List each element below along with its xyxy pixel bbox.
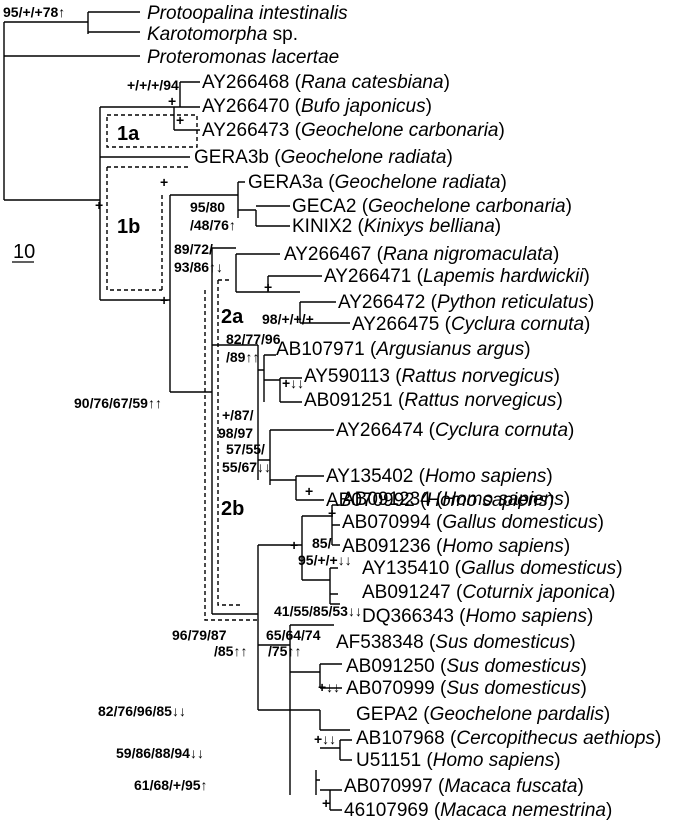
clade-label: 2b [221,498,244,520]
taxon-label: 46107969 (Macaca nemestrina) [344,800,612,821]
taxon-label: U51151 (Homo sapiens) [356,750,561,771]
clade-1b-box [106,166,190,291]
taxon-label: Karotomorpha sp. [147,24,298,45]
support-label: 95/80 [190,199,225,215]
support-label: + [95,197,103,213]
taxon-label: AB091236 (Homo sapiens) [342,536,570,557]
taxon-label: DQ366343 (Homo sapiens) [362,606,593,627]
taxon-label: AB070999 (Sus domesticus) [346,678,587,699]
support-label: + [160,292,168,308]
taxon-label: AY266467 (Rana nigromaculata) [284,244,559,265]
support-label: 85/ [312,535,332,551]
support-label: + [264,279,272,295]
support-label: +↓↓ [282,375,304,391]
support-label: /85↑↑ [214,643,247,659]
clade-2a-box [217,279,242,606]
support-label: +↓↓ [314,731,336,747]
support-label: 65/64/74 [266,627,321,643]
support-label: 96/79/87 [172,627,227,643]
taxon-label: AY590113 (Rattus norvegicus) [304,366,560,387]
support-label: + [160,174,168,190]
taxon-label: AY266472 (Python reticulatus) [338,292,594,313]
support-label: 95/+/+78↑ [3,4,65,20]
tree-branches [3,11,352,811]
taxon-label: GERA3b (Geochelone radiata) [194,147,453,168]
taxon-label: Protoopalina intestinalis [147,3,348,24]
taxon-label: AY135410 (Gallus domesticus) [362,558,623,579]
support-label: /48/76↑ [190,217,236,233]
taxon-label: AB070994 (Gallus domesticus) [342,512,604,533]
scale-label: 10 [13,241,35,263]
taxon-label: AY266474 (Cyclura cornuta) [336,420,574,441]
support-label: 55/67↓↓ [222,459,271,475]
taxon-label: AB091251 (Rattus norvegicus) [304,390,563,411]
support-label: 59/86/88/94↓↓ [116,745,204,761]
support-label: 89/72/ [174,241,213,257]
taxon-label: KINIX2 (Kinixys belliana) [292,216,501,237]
taxon-label: AY266470 (Bufo japonicus) [202,96,432,117]
taxon-label: GERA3a (Geochelone radiata) [248,172,507,193]
taxon-label: AB070997 (Macaca fuscata) [344,776,584,797]
support-label: 98/+/+/+ [262,311,314,327]
support-labels: 95/+/+78↑ +/+/+/94 + + + + 95/80 /48/76↑… [3,4,362,811]
taxon-label: Proteromonas lacertae [147,47,339,68]
clade-label: 2a [221,306,244,328]
support-label: 93/86↑↓ [174,259,223,275]
support-label: +↓↓ [318,679,340,695]
support-label: + [305,483,313,499]
support-label: 95/+/+↓↓ [298,552,352,568]
scale-bar: 10 [12,241,35,263]
taxon-label: AF538348 (Sus domesticus) [336,632,576,653]
clade-boxes [106,114,258,621]
taxon-label: AY135402 (Homo sapiens) [326,466,553,487]
support-label: /75↑↑ [268,643,301,659]
support-label: /89↑↑ [226,349,259,365]
support-label: + [168,93,176,109]
clade-2b-box [204,290,258,621]
support-label: 98/97 [218,425,253,441]
clade-1a-box [106,114,198,148]
support-label: 82/76/96/85↓↓ [98,703,186,719]
taxon-label: AB107968 (Cercopithecus aethiops) [356,728,661,749]
clade-label: 1b [117,216,140,238]
support-label: 90/76/67/59↑↑ [74,395,162,411]
taxon-labels: Protoopalina intestinalis Karotomorpha s… [147,3,661,821]
clade-labels: 1a 1b 2a 2b [117,123,244,520]
support-label: + [322,795,330,811]
taxon-label: AB107971 (Argusianus argus) [276,339,531,360]
support-label: 57/55/ [226,441,265,457]
support-label: + [290,537,298,553]
taxon-label: AY266468 (Rana catesbiana) [202,72,450,93]
taxon-label: AB091250 (Sus domesticus) [346,656,587,677]
taxon-label: GECA2 (Geochelone carbonaria) [292,196,572,217]
taxon-label: AY266475 (Cyclura cornuta) [352,314,590,335]
support-label: +/+/+/94 [127,77,179,93]
support-label: 41/55/85/53↓↓ [274,603,362,619]
support-label: +/87/ [222,407,254,423]
taxon-label: AY266471 (Lapemis hardwickii) [324,266,590,287]
support-label: + [328,505,336,521]
taxon-label: AB091234 (Homo sapiens) [342,489,570,510]
support-label: 82/77/96 [226,331,281,347]
taxon-label: GEPA2 (Geochelone pardalis) [356,704,610,725]
taxon-label: AB091247 (Coturnix japonica) [362,582,616,603]
support-label: 61/68/+/95↑ [134,777,208,793]
clade-label: 1a [117,123,140,145]
taxon-label: AY266473 (Geochelone carbonaria) [202,120,505,141]
taxon-label: AB070992 (Homo sapiens) [326,490,554,511]
support-label: + [176,112,184,128]
